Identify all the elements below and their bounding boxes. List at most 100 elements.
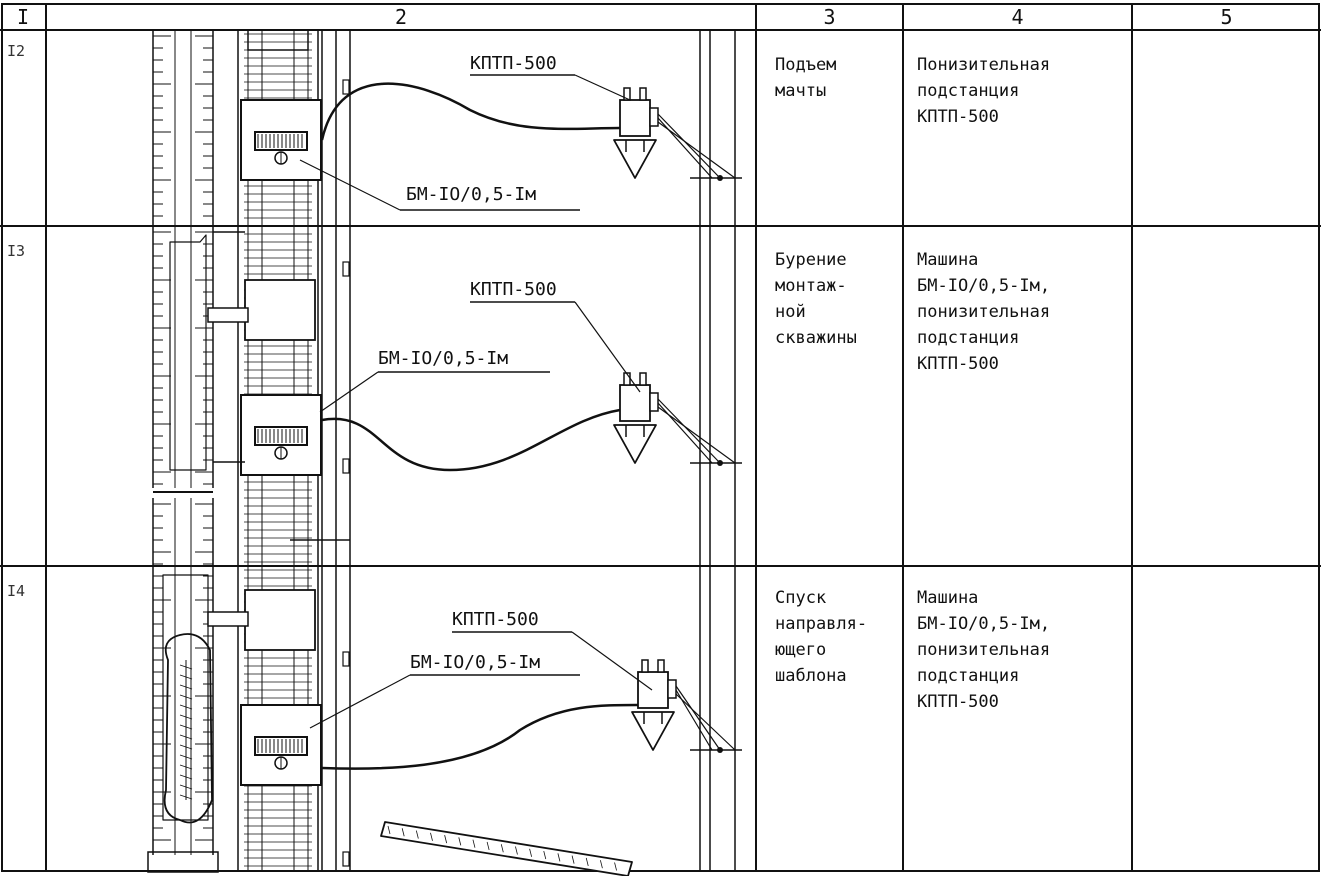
substation-body	[637, 671, 669, 709]
template-tick	[458, 837, 462, 846]
template-tick	[401, 828, 405, 837]
substation-skid	[613, 139, 657, 179]
operation-cell: Спуск направля- ющего шаблона	[775, 588, 868, 686]
substation-post	[641, 659, 649, 673]
template-tick	[543, 850, 547, 860]
sample-mark	[179, 684, 193, 690]
operation-cell: Бурение монтаж- ной скважины	[775, 250, 857, 348]
leader-line	[571, 631, 653, 691]
header-col-1: I	[16, 5, 30, 29]
table-border	[1, 3, 1320, 872]
sample-mark	[179, 784, 193, 790]
shaft-mark	[342, 79, 350, 95]
substation-post	[639, 372, 647, 386]
template-tick	[614, 862, 617, 871]
row-number: I2	[7, 42, 26, 60]
skid-leg	[643, 712, 663, 724]
substation-socket	[649, 107, 659, 127]
substation-skid	[631, 711, 675, 751]
template-tick	[515, 846, 518, 855]
template-tick	[500, 844, 504, 853]
template-tick	[600, 860, 603, 869]
shaft-mark	[342, 458, 350, 474]
guy-rope	[657, 113, 721, 179]
machine-label: БМ-IO/0,5-Iм	[378, 348, 509, 369]
top-block	[247, 29, 309, 51]
template-tick	[557, 853, 561, 862]
sample-mark	[179, 714, 193, 720]
header-col-5: 5	[1220, 5, 1233, 29]
template-tick	[585, 857, 589, 867]
sample-mark	[179, 754, 193, 760]
template-tick	[472, 839, 476, 848]
guy-rope	[657, 398, 721, 464]
clamp-block	[244, 279, 316, 341]
power-cable	[320, 82, 621, 141]
machine-panel	[254, 426, 308, 446]
template-tick	[430, 832, 433, 841]
substation-label: КПТП-500	[470, 53, 557, 74]
leader-line	[574, 74, 631, 101]
sample-core	[163, 633, 213, 824]
skid-leg	[625, 425, 645, 437]
skid-leg	[625, 140, 645, 152]
substation-skid	[613, 424, 657, 464]
leader-line	[319, 371, 379, 413]
equipment-cell: Машина БМ-IO/0,5-Iм, понизительная подст…	[917, 250, 1051, 374]
substation-label: КПТП-500	[452, 609, 539, 630]
substation-body	[619, 99, 651, 137]
sample-mark	[179, 774, 193, 780]
substation-socket	[667, 679, 677, 699]
substation-post	[639, 87, 647, 101]
clamp-block	[244, 589, 316, 651]
sample-mark	[179, 664, 193, 670]
substation-post	[657, 659, 665, 673]
guy-rope	[657, 117, 713, 179]
rod-inner	[162, 574, 209, 821]
machine-panel	[254, 736, 308, 756]
clamp-arm	[207, 307, 249, 323]
clamp-arm	[207, 611, 249, 627]
substation-post	[623, 87, 631, 101]
substation-body	[619, 384, 651, 422]
power-cable	[321, 408, 621, 472]
shaft-mark	[342, 851, 350, 867]
shaft-mark	[342, 651, 350, 667]
guy-rope	[657, 402, 713, 464]
guy-rope	[675, 685, 721, 751]
template-tick	[486, 841, 490, 851]
guy-rope	[657, 121, 736, 179]
sample-mark	[179, 794, 193, 800]
template-tick	[444, 835, 448, 844]
rod-end	[147, 851, 219, 873]
sample-mark	[179, 674, 193, 680]
machine-panel	[254, 131, 308, 151]
rod-inner	[169, 234, 207, 471]
row-number: I3	[7, 242, 26, 260]
row-number: I4	[7, 582, 26, 600]
sample-mark	[179, 734, 193, 740]
header-col-3: 3	[823, 5, 836, 29]
template-tick	[387, 825, 391, 835]
template-tick	[529, 848, 532, 857]
shaft-mark	[342, 261, 350, 277]
sample-mark	[179, 694, 193, 700]
header-col-4: 4	[1011, 5, 1024, 29]
template-tick	[571, 855, 575, 864]
sample-mark	[179, 764, 193, 770]
power-cable	[321, 703, 639, 770]
guide-template	[380, 821, 633, 876]
header-col-2: 2	[394, 5, 408, 29]
equipment-cell: Понизительная подстанция КПТП-500	[917, 55, 1051, 127]
substation-socket	[649, 392, 659, 412]
sample-mark	[179, 704, 193, 710]
sample-mark	[179, 724, 193, 730]
template-tick	[415, 830, 419, 839]
substation-label: КПТП-500	[470, 279, 557, 300]
sample-mark	[179, 744, 193, 750]
guy-rope	[675, 693, 736, 751]
operation-cell: Подъем мачты	[775, 55, 837, 101]
leader-line	[574, 301, 641, 393]
